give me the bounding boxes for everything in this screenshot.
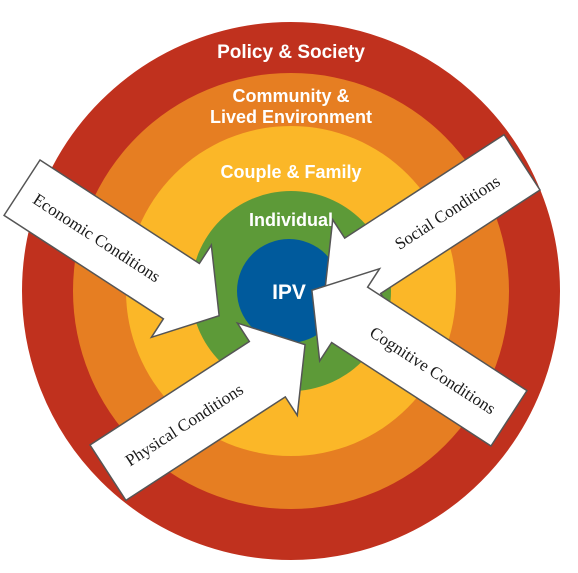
arrow-shape-economic	[3, 158, 220, 339]
arrow-shape-physical	[88, 321, 306, 502]
center-label-ipv: IPV	[272, 281, 306, 304]
ring-label-community-line2: Lived Environment	[210, 107, 372, 127]
ring-label-policy-society: Policy & Society	[217, 42, 365, 63]
ring-label-community-line1: Community &	[233, 86, 350, 106]
arrow-shape-cognitive	[311, 267, 528, 448]
ring-label-individual: Individual	[249, 210, 333, 230]
ring-label-couple-family: Couple & Family	[220, 162, 361, 182]
